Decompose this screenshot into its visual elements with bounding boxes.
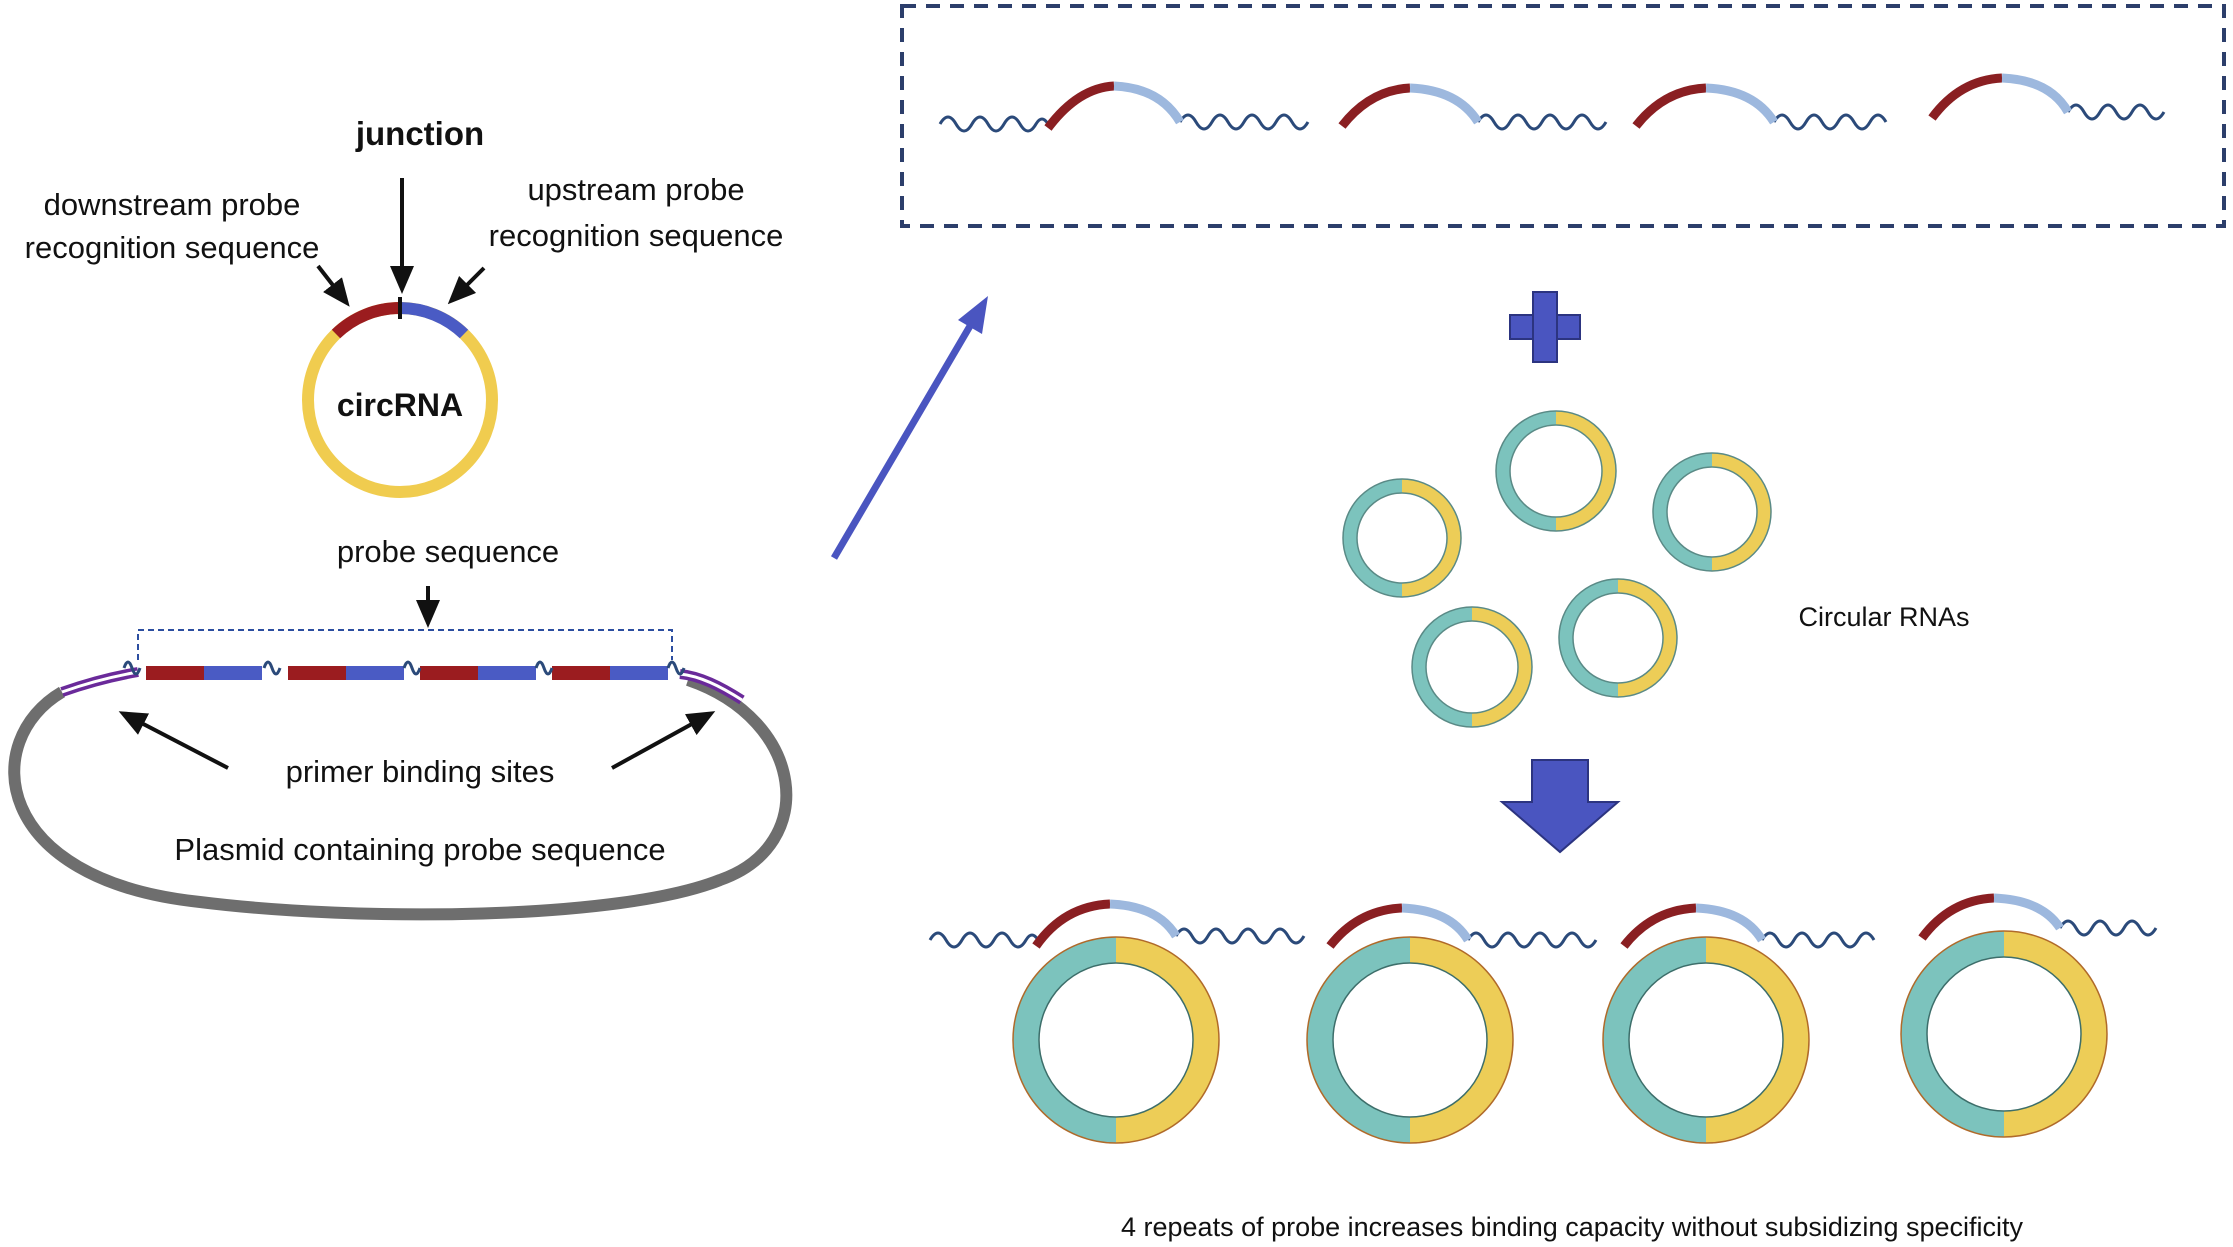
plasmid-label: Plasmid containing probe sequence bbox=[174, 832, 665, 867]
upstream-recognition-segment bbox=[399, 302, 469, 339]
free-circrna-1 bbox=[1495, 410, 1617, 532]
probe-bottom bbox=[928, 893, 2158, 949]
downstream-arrow bbox=[316, 264, 350, 307]
upstream-arrow bbox=[447, 266, 486, 305]
flow-arrow-to-probe bbox=[830, 296, 988, 560]
probe-sequence-bracket bbox=[137, 629, 673, 660]
upstream-label-line2: recognition sequence bbox=[489, 218, 784, 253]
probe-dashed-box bbox=[900, 4, 2226, 228]
free-circrna-5 bbox=[1558, 578, 1678, 698]
plus-sign bbox=[1509, 291, 1581, 363]
bound-circrna-3 bbox=[1602, 936, 1810, 1144]
bound-circrna-1 bbox=[1012, 936, 1220, 1144]
bound-circular-rnas bbox=[1012, 930, 2108, 1144]
primer-arrow-right bbox=[611, 711, 716, 770]
bound-circrna-4 bbox=[1900, 930, 2108, 1138]
probe-top-linker bbox=[938, 103, 2166, 133]
downstream-label-line1: downstream probe bbox=[44, 187, 301, 222]
probe-top bbox=[938, 73, 2166, 133]
primer-site-left bbox=[60, 667, 139, 697]
primer-site-right bbox=[679, 669, 745, 705]
down-arrow bbox=[1499, 759, 1621, 854]
caption: 4 repeats of probe increases binding cap… bbox=[1121, 1212, 2023, 1242]
probe-sequence-label: probe sequence bbox=[337, 534, 559, 569]
primer-arrow-left bbox=[118, 711, 229, 770]
bound-circrna-2 bbox=[1306, 936, 1514, 1144]
free-circrna-3 bbox=[1652, 452, 1772, 572]
plasmid-probe-repeats bbox=[122, 660, 686, 680]
free-circrna-2 bbox=[1342, 478, 1462, 598]
junction-label: junction bbox=[355, 115, 484, 152]
circrna-label: circRNA bbox=[337, 387, 463, 423]
downstream-label-line2: recognition sequence bbox=[25, 230, 320, 265]
downstream-recognition-segment bbox=[331, 302, 401, 339]
free-circrna-4 bbox=[1411, 606, 1533, 728]
circrna-group: circRNA bbox=[302, 297, 498, 498]
primer-binding-sites-label: primer binding sites bbox=[286, 754, 555, 789]
probe-bottom-linker bbox=[928, 919, 2158, 949]
upstream-label-line1: upstream probe bbox=[527, 172, 744, 207]
circular-rnas-label: Circular RNAs bbox=[1798, 602, 1969, 632]
free-circular-rnas bbox=[1342, 410, 1772, 728]
plasmid-backbone bbox=[8, 674, 793, 921]
